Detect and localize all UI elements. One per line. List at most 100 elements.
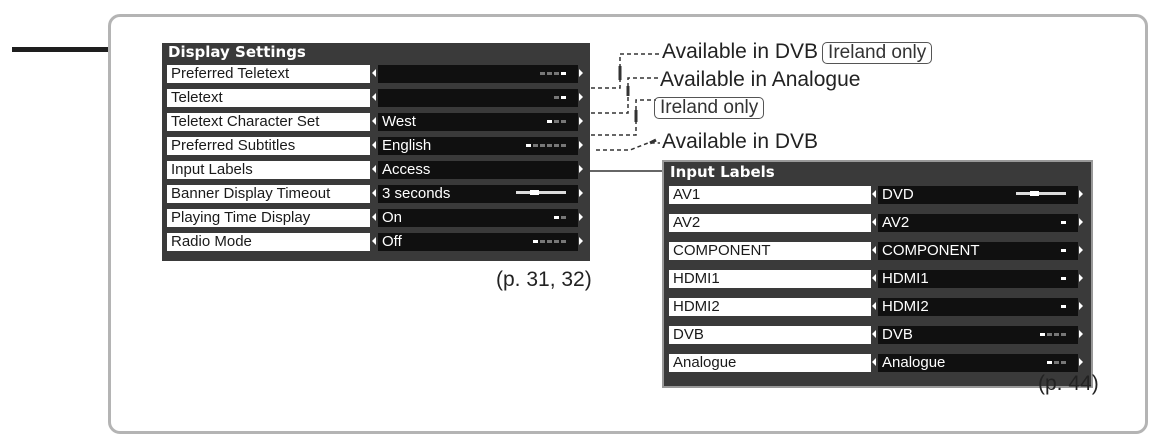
right-arrow-icon[interactable] (579, 141, 583, 149)
right-arrow-icon[interactable] (1079, 358, 1083, 366)
row-label: Playing Time Display (167, 209, 370, 227)
left-arrow-icon[interactable] (372, 69, 376, 77)
value-slider[interactable] (1016, 191, 1066, 196)
display-settings-page-ref: (p. 31, 32) (496, 268, 592, 291)
row-value: COMPONENT (878, 242, 1078, 260)
value-slider[interactable] (516, 190, 566, 195)
right-arrow-icon[interactable] (579, 93, 583, 101)
left-arrow-icon[interactable] (372, 93, 376, 101)
right-arrow-icon[interactable] (579, 213, 583, 221)
ireland-only-badge-2: Ireland only (654, 97, 765, 119)
left-arrow-icon[interactable] (372, 237, 376, 245)
display-settings-title: Display Settings (168, 43, 306, 61)
right-arrow-icon[interactable] (579, 237, 583, 245)
row-value: AV2 (878, 214, 1078, 232)
row-label: AV1 (669, 186, 871, 204)
right-arrow-icon[interactable] (1079, 330, 1083, 338)
menu-row[interactable]: Preferred Teletext (162, 63, 590, 85)
option-indicator (533, 240, 566, 243)
right-arrow-icon[interactable] (1079, 246, 1083, 254)
option-indicator (554, 216, 566, 219)
left-arrow-icon[interactable] (872, 330, 876, 338)
left-arrow-icon[interactable] (872, 190, 876, 198)
input-labels-page-ref: (p. 44) (1038, 372, 1099, 395)
row-value: 3 seconds (378, 185, 578, 203)
connector-lines (584, 53, 662, 172)
right-arrow-icon[interactable] (1079, 190, 1083, 198)
left-arrow-icon[interactable] (372, 213, 376, 221)
option-indicator (1047, 361, 1066, 364)
right-arrow-icon[interactable] (1079, 274, 1083, 282)
row-value: Off (378, 233, 578, 251)
row-label: DVB (669, 326, 871, 344)
connector-dvb (596, 142, 660, 151)
left-arrow-icon[interactable] (372, 165, 376, 173)
option-indicator (1061, 305, 1066, 308)
menu-row[interactable]: Playing Time Display On (162, 207, 590, 229)
row-label: COMPONENT (669, 242, 871, 260)
connector-ireland-only (584, 99, 656, 136)
left-arrow-icon[interactable] (872, 246, 876, 254)
right-arrow-icon[interactable] (579, 117, 583, 125)
right-arrow-icon[interactable] (1079, 302, 1083, 310)
left-arrow-icon[interactable] (872, 274, 876, 282)
note-available-analogue: Available in Analogue (660, 68, 861, 91)
row-label: Radio Mode (167, 233, 370, 251)
option-indicator (1061, 221, 1066, 224)
connector-analogue (584, 77, 658, 114)
note-ireland-only: Ireland only (654, 95, 765, 119)
menu-row[interactable]: DVB DVB (664, 324, 1091, 346)
slider-knob[interactable] (1030, 191, 1039, 196)
row-label: AV2 (669, 214, 871, 232)
row-value (378, 65, 578, 83)
menu-row[interactable]: AV2 AV2 (664, 212, 1091, 234)
left-arrow-icon[interactable] (372, 117, 376, 125)
left-arrow-icon[interactable] (872, 302, 876, 310)
note-available-dvb: Available in DVB (662, 130, 819, 153)
menu-row[interactable]: AV1 DVD (664, 184, 1091, 206)
ireland-only-badge: Ireland only (822, 42, 933, 64)
menu-row[interactable]: Radio Mode Off (162, 231, 590, 253)
slider-knob[interactable] (530, 190, 539, 195)
menu-row[interactable]: HDMI2 HDMI2 (664, 296, 1091, 318)
row-label: Banner Display Timeout (167, 185, 370, 203)
row-value: HDMI2 (878, 298, 1078, 316)
connector-dvb-ireland (584, 53, 660, 89)
row-label: HDMI2 (669, 298, 871, 316)
row-value: DVD (878, 186, 1078, 204)
row-value: Access (378, 161, 578, 179)
right-arrow-icon[interactable] (1079, 218, 1083, 226)
menu-row[interactable]: Teletext (162, 87, 590, 109)
left-arrow-icon[interactable] (372, 189, 376, 197)
menu-row[interactable]: COMPONENT COMPONENT (664, 240, 1091, 262)
option-indicator (540, 72, 566, 75)
row-value: Analogue (878, 354, 1078, 372)
left-arrow-icon[interactable] (872, 218, 876, 226)
row-value: DVB (878, 326, 1078, 344)
option-indicator (547, 120, 566, 123)
right-arrow-icon[interactable] (579, 165, 583, 173)
right-arrow-icon[interactable] (579, 189, 583, 197)
option-indicator (1061, 277, 1066, 280)
row-value: English (378, 137, 578, 155)
row-label: Preferred Subtitles (167, 137, 370, 155)
row-label: HDMI1 (669, 270, 871, 288)
left-arrow-icon[interactable] (372, 141, 376, 149)
option-indicator (1061, 249, 1066, 252)
menu-row[interactable]: Preferred Subtitles English (162, 135, 590, 157)
option-indicator (526, 144, 566, 147)
row-value: On (378, 209, 578, 227)
menu-row[interactable]: Banner Display Timeout 3 seconds (162, 183, 590, 205)
right-arrow-icon[interactable] (579, 69, 583, 77)
section-tab-bar (12, 47, 108, 52)
note-dvb-text: Available in DVB (662, 40, 819, 63)
left-arrow-icon[interactable] (872, 358, 876, 366)
option-indicator (1040, 333, 1066, 336)
